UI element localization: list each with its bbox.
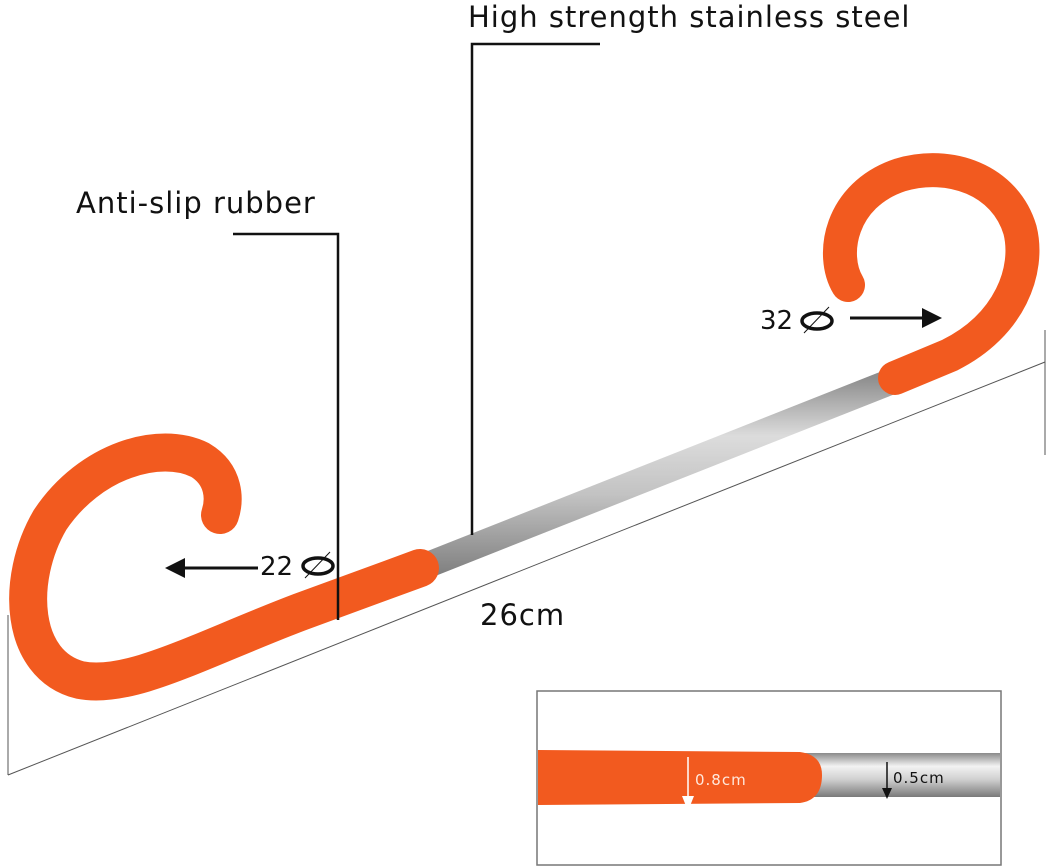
right-hook-rubber bbox=[822, 153, 1040, 395]
length-label: 26cm bbox=[480, 598, 566, 632]
length-dimension-line bbox=[7, 361, 1046, 776]
left-hook-rubber bbox=[9, 433, 439, 701]
rubber-leader-line bbox=[233, 232, 340, 620]
diameter-symbol-icon bbox=[800, 311, 834, 331]
steel-leader-line bbox=[470, 42, 600, 535]
thickness-inset bbox=[536, 690, 1002, 866]
rubber-thickness-label: 0.8cm bbox=[695, 771, 747, 789]
steel-rod bbox=[405, 365, 905, 585]
diameter-symbol-icon bbox=[301, 556, 335, 576]
steel-label: High strength stainless steel bbox=[468, 0, 911, 34]
small-hook-diameter: 22 bbox=[260, 552, 294, 582]
inset-rubber bbox=[538, 750, 822, 805]
rubber-label: Anti-slip rubber bbox=[76, 186, 316, 220]
large-hook-diameter: 32 bbox=[760, 306, 794, 336]
steel-thickness-label: 0.5cm bbox=[893, 769, 945, 787]
